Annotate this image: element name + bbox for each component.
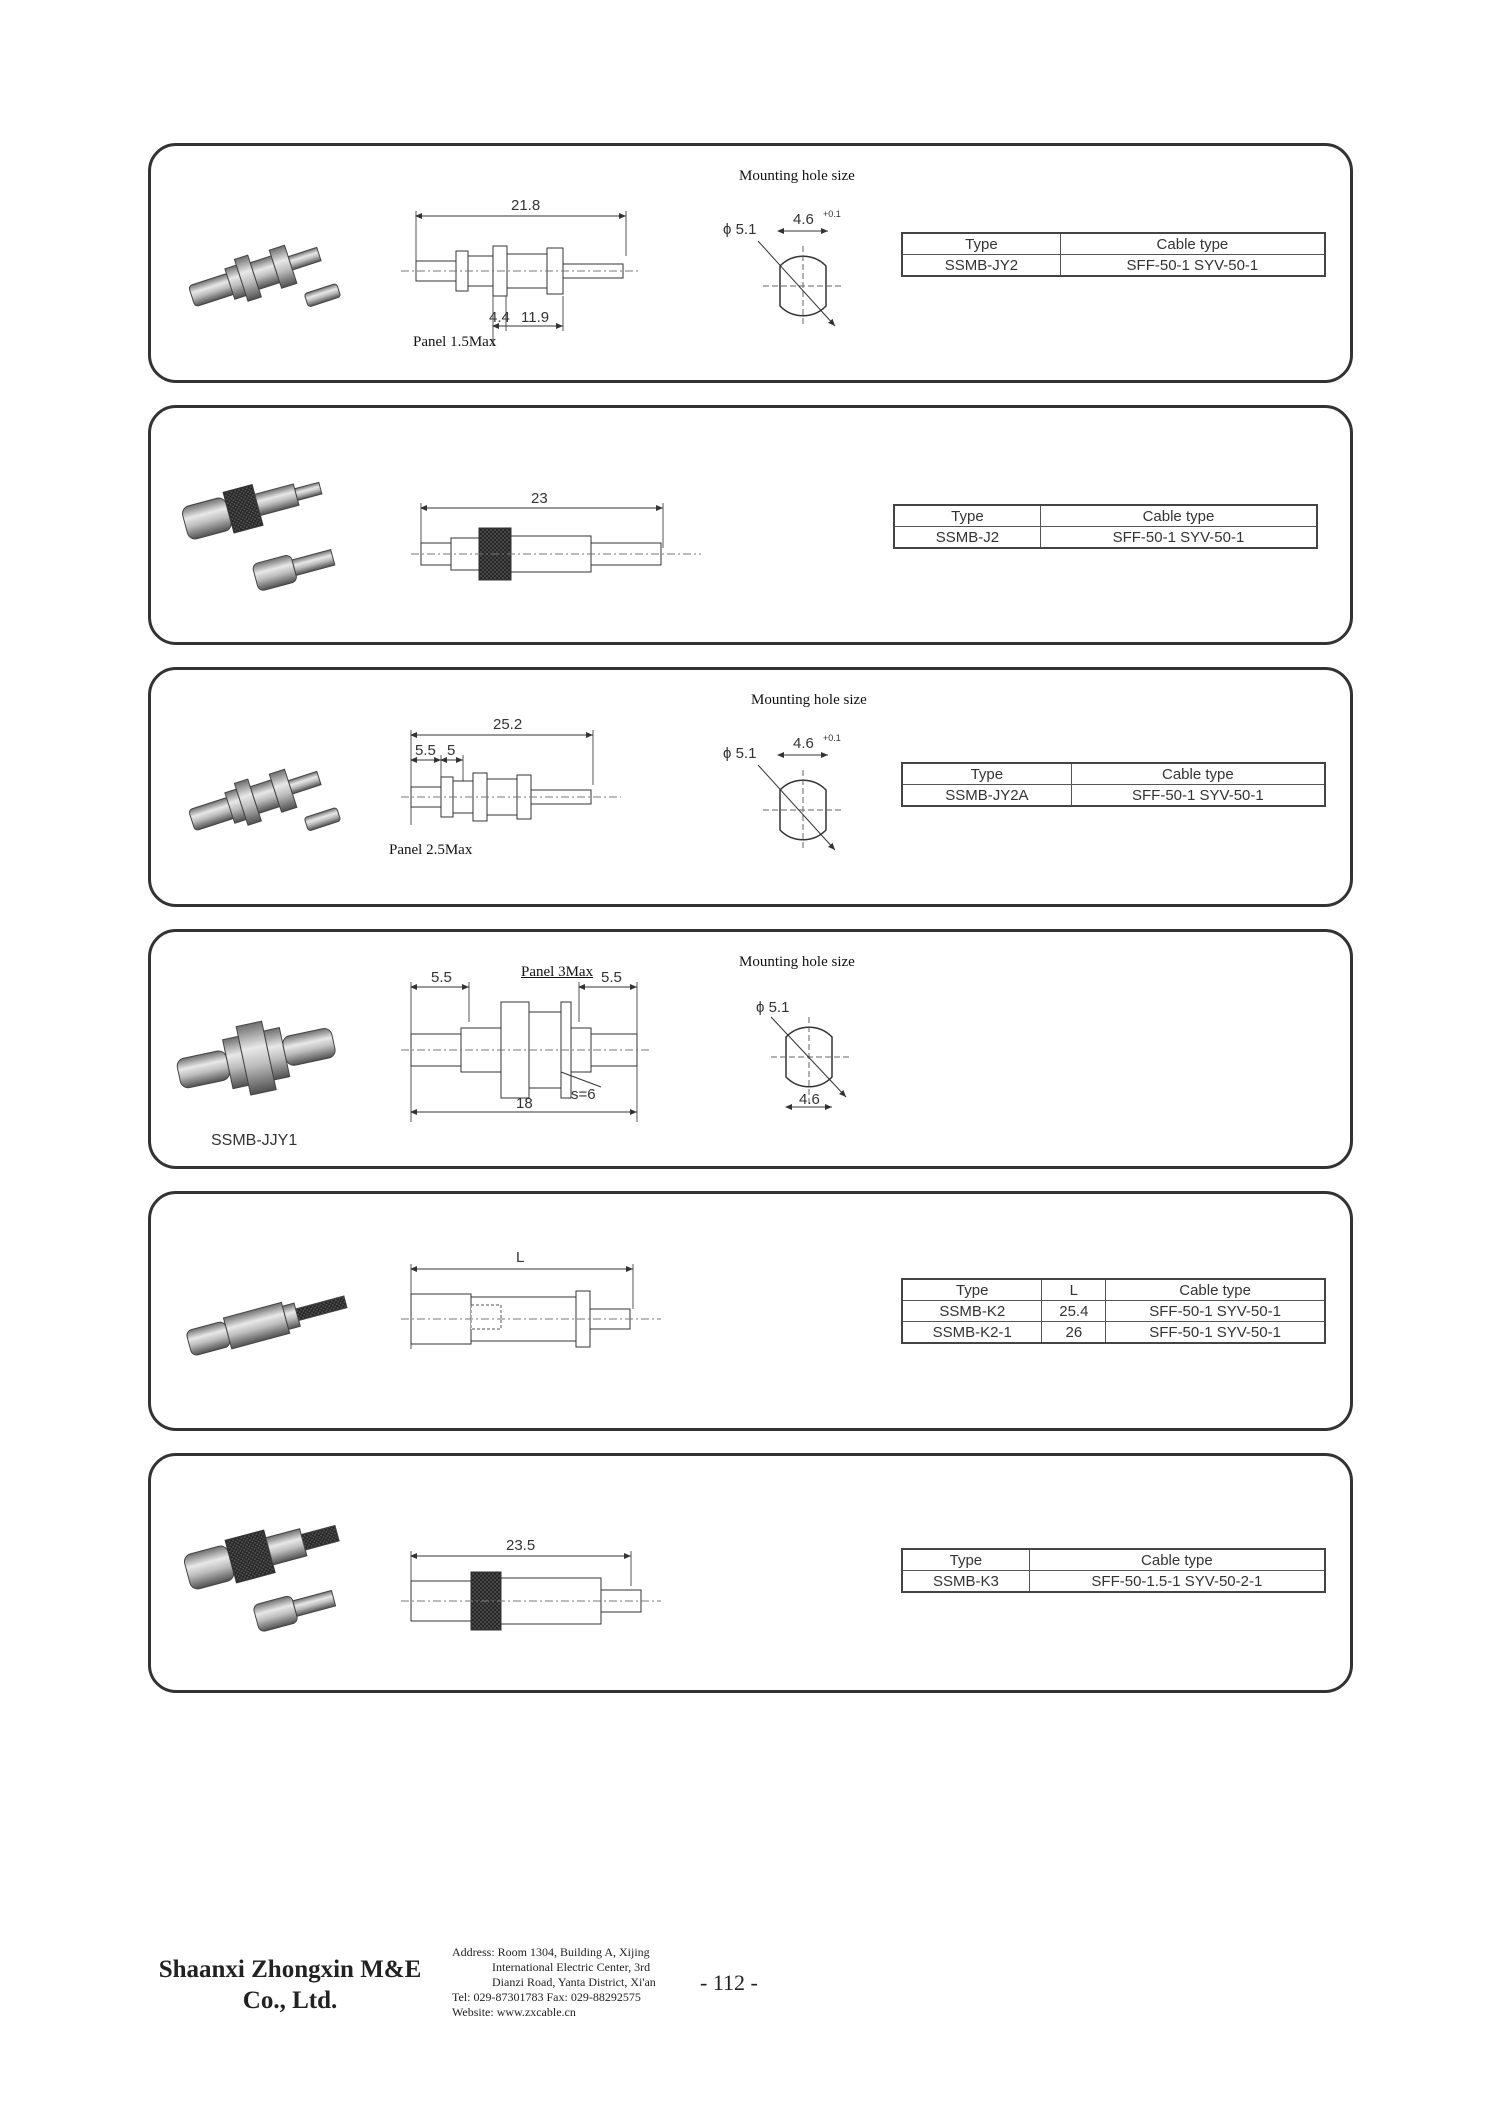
type-header: Type (901, 1548, 1030, 1571)
type-cell: SSMB-JY2A (901, 784, 1072, 807)
connector-photo (181, 226, 351, 307)
cable-type-header: Cable type (1039, 504, 1318, 527)
connector-photo (171, 997, 351, 1107)
type-cell: SSMB-K2-1 (901, 1321, 1043, 1344)
address-line: Dianzi Road, Yanta District, Xi'an (492, 1975, 656, 1989)
dim-a: 5.5 (431, 969, 452, 986)
cable-type-cell: SFF-50-1 SYV-50-1 (1070, 784, 1326, 807)
hole-flat-size: 4.6 (793, 211, 814, 228)
connector-photo (179, 463, 349, 593)
dimension-drawing: 5.5 5.5 18 s=6 (401, 962, 701, 1132)
model-label: SSMB-JJY1 (211, 1132, 298, 1149)
website-line: Website: www.zxcable.cn (452, 2005, 576, 2019)
dim-length: 25.2 (493, 716, 522, 733)
mounting-hole-label: Mounting hole size (739, 954, 855, 970)
dim-b: 11.9 (521, 309, 549, 326)
product-panel-ssmb-jy2: 21.8 4.4 11.9 Panel 1.5Max Mounting hole… (148, 143, 1353, 383)
length-cell: 26 (1041, 1321, 1107, 1344)
hole-diameter: ϕ 5.1 (723, 221, 756, 238)
company-address: Address: Room 1304, Building A, Xijing I… (452, 1945, 656, 2020)
type-header: Type (893, 504, 1041, 527)
dim-hex: s=6 (571, 1086, 596, 1103)
cable-type-cell: SFF-50-1 SYV-50-1 (1039, 526, 1318, 549)
mounting-hole-label: Mounting hole size (751, 692, 867, 708)
hole-flat-size: 4.6 (793, 735, 814, 752)
length-header: L (1041, 1278, 1107, 1301)
panel-thickness-label: Panel 2.5Max (389, 842, 473, 858)
product-panel-ssmb-jy2a: 25.2 5.5 5 Panel 2.5Max Mounting hole si… (148, 667, 1353, 907)
hole-tolerance: +0.1 (823, 733, 841, 743)
hole-tolerance: +0.1 (823, 209, 841, 219)
type-cell: SSMB-K3 (901, 1570, 1030, 1593)
dim-a: 5.5 (415, 742, 436, 759)
connector-photo (179, 1274, 359, 1356)
cable-type-cell: SFF-50-1 SYV-50-1 (1105, 1321, 1326, 1344)
type-cell: SSMB-J2 (893, 526, 1041, 549)
type-header: Type (901, 232, 1061, 255)
page-number: - 112 - (700, 1970, 758, 1995)
length-cell: 25.4 (1041, 1300, 1107, 1322)
product-panel-ssmb-jjy1: SSMB-JJY1 5.5 5.5 18 s=6 Panel 3Max Moun… (148, 929, 1353, 1169)
address-line: International Electric Center, 3rd (492, 1960, 651, 1974)
hole-diameter: ϕ 5.1 (723, 745, 756, 762)
cable-type-cell: SFF-50-1 SYV-50-1 (1105, 1300, 1326, 1322)
product-panel-ssmb-k2: L Type L Cable type SSMB-K2 25.4 SFF-50-… (148, 1191, 1353, 1431)
address-line: Address: Room 1304, Building A, Xijing (452, 1945, 650, 1959)
company-name-line2: Co., Ltd. (242, 1987, 338, 2014)
dim-b: 5 (447, 742, 455, 759)
spec-table: Type L Cable type SSMB-K2 25.4 SFF-50-1 … (901, 1278, 1326, 1344)
cable-type-header: Cable type (1059, 232, 1326, 255)
dim-length: 18 (516, 1095, 533, 1112)
hole-flat-size: 4.6 (799, 1091, 820, 1108)
mounting-hole-drawing: ϕ 5.1 4.6 (751, 997, 871, 1127)
dim-b: 5.5 (601, 969, 622, 986)
dim-length: L (516, 1249, 524, 1266)
dimension-drawing: L (401, 1249, 701, 1359)
connector-photo (181, 750, 351, 831)
type-header: Type (901, 762, 1072, 785)
cable-type-header: Cable type (1028, 1548, 1326, 1571)
panel-thickness-label: Panel 3Max (521, 964, 594, 980)
type-cell: SSMB-JY2 (901, 254, 1061, 277)
company-name: Shaanxi Zhongxin M&E Co., Ltd. (140, 1954, 440, 2016)
type-header: Type (901, 1278, 1043, 1301)
type-cell: SSMB-K2 (901, 1300, 1043, 1322)
dim-length: 23 (531, 490, 548, 507)
mounting-hole-label: Mounting hole size (739, 168, 855, 184)
dimension-drawing: 21.8 4.4 11.9 (401, 196, 701, 356)
mounting-hole-drawing: ϕ 5.1 4.6 +0.1 (723, 209, 853, 341)
dimension-drawing: 23 (411, 488, 711, 588)
cable-type-cell: SFF-50-1.5-1 SYV-50-2-1 (1028, 1570, 1326, 1593)
dimension-drawing: 23.5 (401, 1536, 701, 1636)
company-name-line1: Shaanxi Zhongxin M&E (158, 1956, 422, 1983)
cable-type-header: Cable type (1105, 1278, 1326, 1301)
dimension-drawing: 25.2 5.5 5 (401, 715, 701, 845)
mounting-hole-drawing: ϕ 5.1 4.6 +0.1 (723, 733, 853, 865)
dim-length: 23.5 (506, 1537, 535, 1554)
dim-a: 4.4 (489, 309, 510, 326)
hole-diameter: ϕ 5.1 (756, 999, 789, 1016)
panel-thickness-label: Panel 1.5Max (413, 334, 497, 350)
cable-type-header: Cable type (1070, 762, 1326, 785)
connector-photo (179, 1506, 359, 1636)
cable-type-cell: SFF-50-1 SYV-50-1 (1059, 254, 1326, 277)
contact-line: Tel: 029-87301783 Fax: 029-88292575 (452, 1990, 641, 2004)
dim-length: 21.8 (511, 197, 540, 214)
